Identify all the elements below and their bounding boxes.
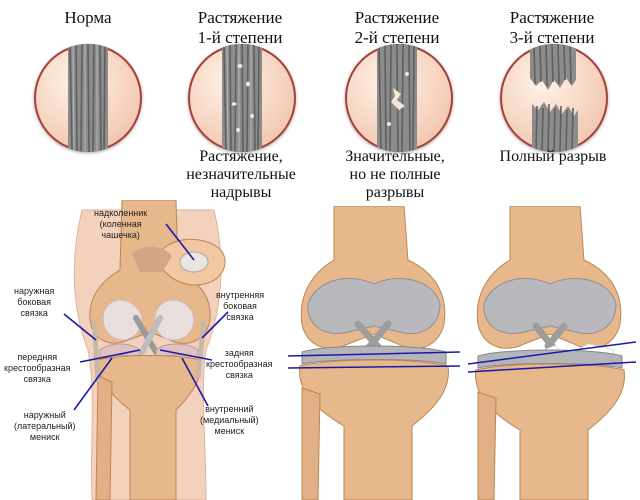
knee-grade2-illustration — [288, 206, 460, 500]
label-posterior-cruciate-ligament: задняя крестообразная связка — [206, 348, 273, 380]
micro-tears — [231, 64, 254, 133]
stage-title-normal: Норма — [64, 8, 112, 27]
posterior-cruciate-ligament — [139, 315, 163, 355]
label-lateral-collateral-ligament: наружная боковая связка — [14, 286, 55, 318]
fiber-bundle-normal — [68, 44, 108, 152]
pointer-lines — [63, 223, 229, 411]
partial-tear — [387, 72, 409, 126]
fibula — [95, 375, 113, 500]
tibia — [299, 359, 449, 500]
stage-description-grade1: Растяжение, незначительные надрывы — [186, 148, 296, 201]
fibula — [301, 387, 321, 500]
tear-level-line-lower — [288, 365, 460, 369]
anterior-cruciate-ligament — [133, 315, 159, 355]
fibula — [477, 391, 497, 500]
tear-level-line-upper — [288, 351, 460, 357]
stage-title-grade1: Растяжение 1-й степени — [197, 8, 283, 47]
stage-description-grade3: Полный разрыв — [499, 148, 607, 165]
fiber-circle-normal — [34, 44, 142, 152]
tear-level-line-lower — [467, 361, 636, 373]
meniscus — [301, 345, 447, 365]
stage-description-grade2: Значительные, но не полные разрывы — [345, 148, 445, 201]
medial-collateral-ligament — [195, 319, 207, 379]
fiber-circle-grade3 — [500, 44, 608, 152]
label-patella: надколенник (коленная чашечка) — [94, 208, 148, 240]
stage-title-grade3: Растяжение 3-й степени — [509, 8, 595, 47]
label-medial-meniscus: внутренний (медиальный) мениск — [200, 404, 259, 436]
stage-title-grade2: Растяжение 2-й степени — [354, 8, 440, 47]
lateral-collateral-ligament — [91, 319, 101, 383]
femoral-cartilage — [307, 277, 441, 334]
torn-fiber-upper — [530, 44, 576, 90]
meniscus — [477, 349, 623, 369]
knee-anatomy-illustration — [63, 200, 229, 500]
torn-ligament — [532, 322, 568, 350]
label-medial-collateral-ligament: внутренняя боковая связка — [216, 290, 265, 322]
fiber-circle-grade1 — [188, 44, 296, 152]
knee-grade3-illustration — [467, 206, 636, 500]
label-lateral-meniscus: наружный (латеральный) мениск — [14, 410, 76, 442]
fiber-circle-grade2 — [345, 44, 453, 152]
label-anterior-cruciate-ligament: передняя крестообразная связка — [4, 352, 71, 384]
tear-level-line-upper — [467, 341, 636, 365]
torn-fiber-lower — [532, 102, 578, 152]
femoral-cartilage — [483, 277, 617, 334]
tibia — [475, 363, 625, 500]
